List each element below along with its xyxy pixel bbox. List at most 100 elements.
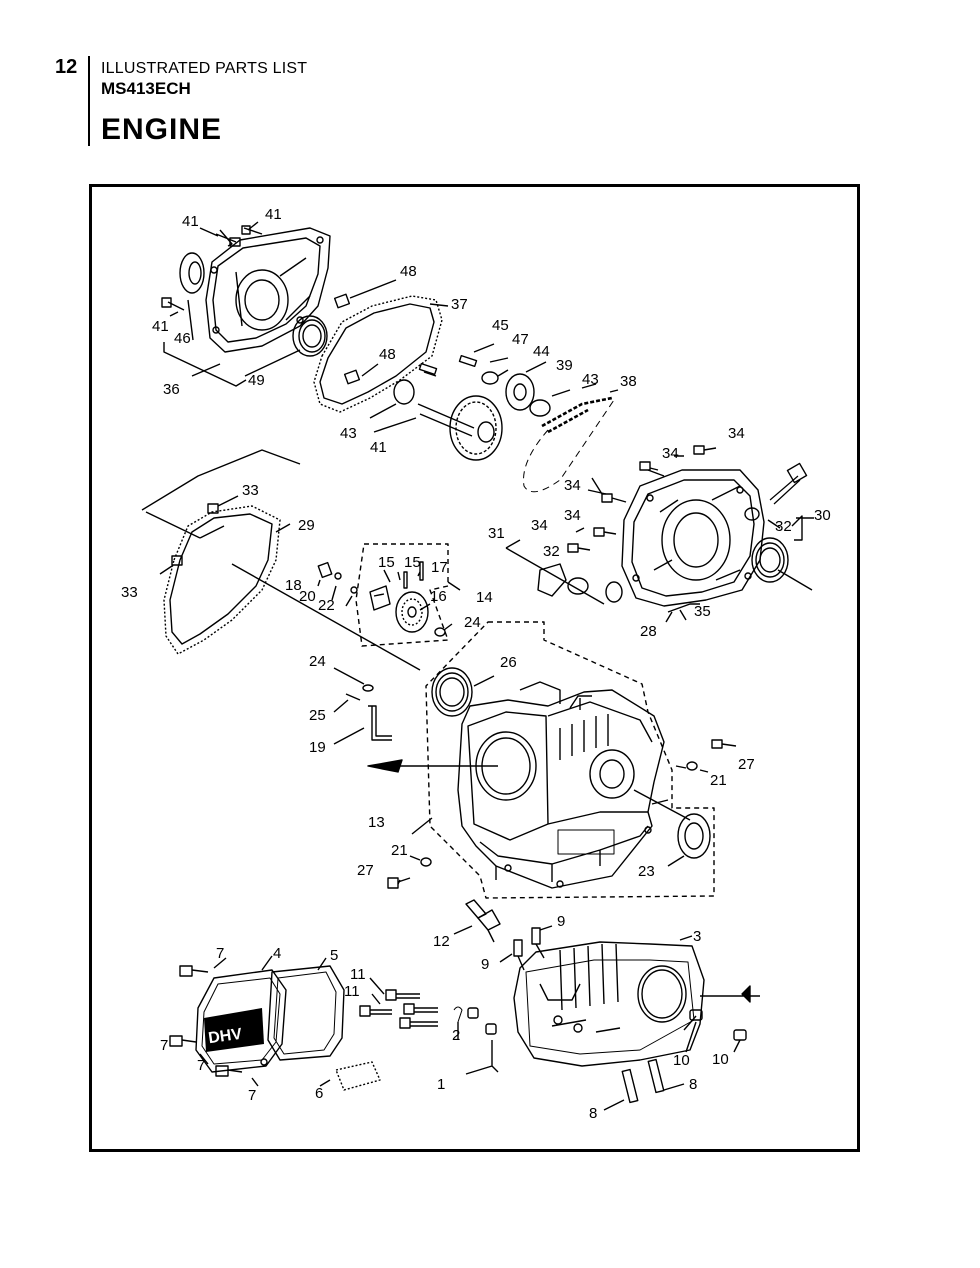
gear-case-cover-part: [205, 227, 331, 353]
callout-11: 11: [350, 966, 366, 983]
callout-43: 43: [582, 371, 599, 388]
callout-48: 48: [400, 263, 417, 280]
callout-49: 49: [248, 372, 265, 389]
callout-34: 34: [728, 425, 745, 442]
spark-plug-part: [465, 899, 501, 943]
callout-39: 39: [556, 357, 573, 374]
bearing-part: [292, 315, 328, 357]
callout-14: 14: [476, 589, 493, 606]
drive-chain-part: [523, 396, 615, 493]
cover-lettering: DHV: [207, 1026, 243, 1048]
callout-47: 47: [512, 331, 529, 348]
callout-15: 15: [378, 554, 395, 571]
callout-2: 2: [452, 1027, 460, 1044]
callout-13: 13: [368, 814, 385, 831]
callout-38: 38: [620, 373, 637, 390]
callout-29: 29: [298, 517, 315, 534]
callout-24: 24: [464, 614, 481, 631]
callout-27: 27: [357, 862, 374, 879]
callout-4: 4: [273, 945, 281, 962]
callout-19: 19: [309, 739, 326, 756]
drain-plug-part: [537, 563, 567, 597]
washer-part: [393, 379, 415, 405]
callout-37: 37: [451, 296, 468, 313]
callout-31: 31: [488, 525, 505, 542]
bolt-parts: [161, 225, 263, 311]
callout-34: 34: [662, 445, 679, 462]
model-number: MS413ECH: [101, 79, 191, 98]
callout-7: 7: [216, 945, 224, 962]
breather-tube-part: [368, 705, 392, 741]
callout-22: 22: [318, 597, 335, 614]
crankcase-block-part: [457, 681, 665, 889]
governor-gear-part: [395, 591, 429, 633]
callout-7: 7: [197, 1057, 205, 1074]
callout-48: 48: [379, 346, 396, 363]
callout-45: 45: [492, 317, 509, 334]
callout-41: 41: [265, 206, 282, 223]
callout-10: 10: [712, 1051, 729, 1068]
callout-34: 34: [531, 517, 548, 534]
governor-assembly-box: [355, 543, 449, 647]
callout-8: 8: [689, 1076, 697, 1093]
callout-7: 7: [160, 1037, 168, 1054]
callout-15: 15: [404, 554, 421, 571]
callout-28: 28: [640, 623, 657, 640]
dipstick-part: [769, 462, 808, 505]
callout-16: 16: [430, 588, 447, 605]
callout-21: 21: [391, 842, 408, 859]
bearing-part: [751, 537, 789, 583]
callout-41: 41: [152, 318, 169, 335]
oil-seal-part: [744, 507, 760, 521]
breather-part: [335, 1061, 381, 1091]
gasket-part: [313, 295, 443, 413]
callout-34: 34: [564, 507, 581, 524]
crankcase-cover-part: [621, 469, 765, 607]
header-divider: [88, 56, 90, 146]
callout-30: 30: [814, 507, 831, 524]
callout-32: 32: [775, 518, 792, 535]
output-shaft-part: [417, 395, 503, 461]
callout-6: 6: [315, 1085, 323, 1102]
page-number: 12: [55, 56, 78, 78]
oil-seal-part: [179, 252, 205, 294]
callout-25: 25: [309, 707, 326, 724]
callout-46: 46: [174, 330, 191, 347]
oil-seal-part: [677, 813, 711, 859]
main-bearing-part: [431, 667, 473, 717]
callout-12: 12: [433, 933, 450, 950]
callout-23: 23: [638, 863, 655, 880]
callout-1: 1: [437, 1076, 445, 1093]
drive-sprocket-part: [505, 373, 535, 411]
cylinder-head-part: [513, 941, 705, 1067]
callout-7: 7: [248, 1087, 256, 1104]
callout-41: 41: [182, 213, 199, 230]
callout-35: 35: [694, 603, 711, 620]
crankcase-assembly-box: [425, 621, 715, 899]
callout-21: 21: [710, 772, 727, 789]
callout-32: 32: [543, 543, 560, 560]
callout-27: 27: [738, 756, 755, 773]
callout-5: 5: [330, 947, 338, 964]
callout-43: 43: [340, 425, 357, 442]
callout-17: 17: [431, 559, 448, 576]
diagram-frame: [89, 184, 860, 1152]
valve-cover-part: [195, 969, 287, 1073]
callout-11: 11: [344, 983, 360, 1000]
callout-26: 26: [500, 654, 517, 671]
governor-weight-part: [369, 585, 391, 611]
callout-24: 24: [309, 653, 326, 670]
callout-33: 33: [242, 482, 259, 499]
callout-8: 8: [589, 1105, 597, 1122]
valve-cover-gasket-part: [267, 965, 345, 1061]
callout-20: 20: [299, 588, 316, 605]
callout-3: 3: [693, 928, 701, 945]
callout-18: 18: [285, 577, 302, 594]
callout-9: 9: [481, 956, 489, 973]
crankcase-gasket-part: [163, 505, 281, 655]
callout-34: 34: [564, 477, 581, 494]
callout-10: 10: [673, 1052, 690, 1069]
callout-9: 9: [557, 913, 565, 930]
callout-44: 44: [533, 343, 550, 360]
